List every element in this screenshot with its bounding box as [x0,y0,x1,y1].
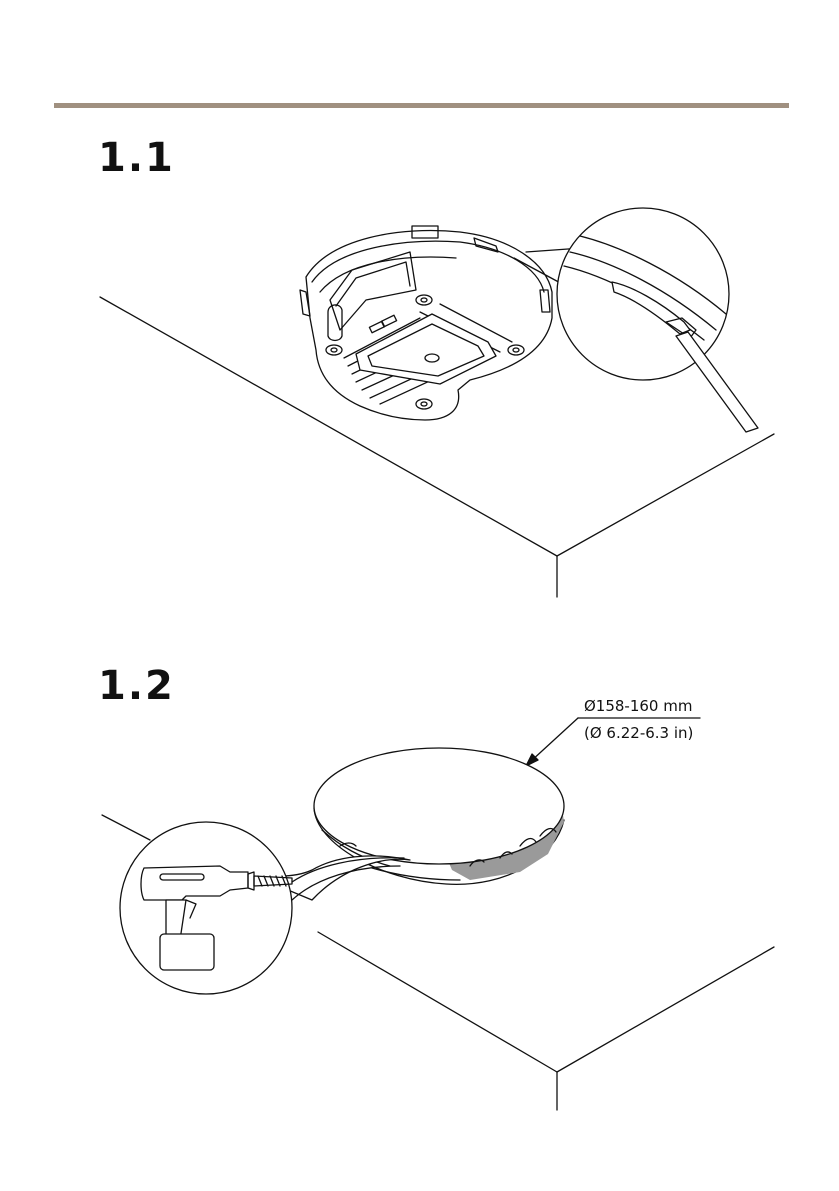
hole-diameter-metric-label: Ø158-160 mm [584,699,692,714]
drill-icon [141,866,292,970]
ceiling-mount-bracket-icon [300,226,552,420]
drill-magnifier [120,822,410,994]
step-number: 1.2 [98,666,175,706]
ceiling-panel [102,815,774,1110]
step-1-illustration [0,0,839,620]
ceiling-hole-icon [314,748,564,884]
hole-diameter-imperial-label: (Ø 6.22-6.3 in) [584,726,693,741]
